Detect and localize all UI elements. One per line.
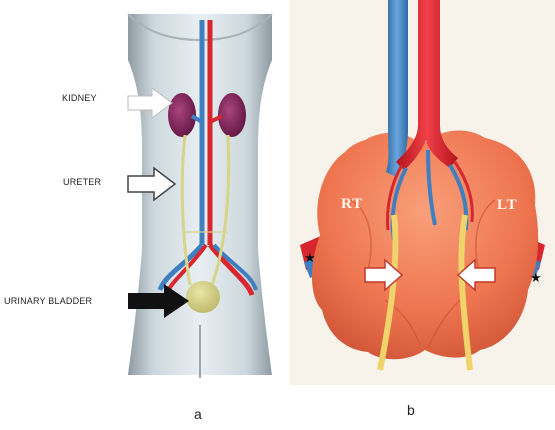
left-star-marker: ★ — [530, 271, 542, 286]
label-right-side: RT — [341, 196, 363, 213]
horseshoe-kidney-mass — [312, 131, 538, 360]
left-kidney — [218, 93, 246, 137]
right-kidney — [168, 93, 196, 137]
panel-a-urinary-system: KIDNEY URETER URINARY BLADDER a — [0, 0, 290, 430]
label-ureter: URETER — [63, 177, 101, 187]
panel-b-illustration: ★ ★ — [290, 0, 555, 430]
caption-b: b — [407, 402, 415, 418]
vena-cava-b — [386, 0, 408, 178]
label-urinary-bladder: URINARY BLADDER — [4, 296, 92, 306]
label-left-side: LT — [497, 197, 518, 214]
label-kidney: KIDNEY — [62, 93, 97, 103]
panel-a-illustration — [0, 0, 290, 430]
panel-b-horseshoe-kidney: ★ ★ RT LT b — [290, 0, 555, 430]
urinary-bladder — [186, 281, 220, 313]
right-star-marker: ★ — [304, 251, 316, 266]
caption-a: a — [194, 406, 202, 422]
